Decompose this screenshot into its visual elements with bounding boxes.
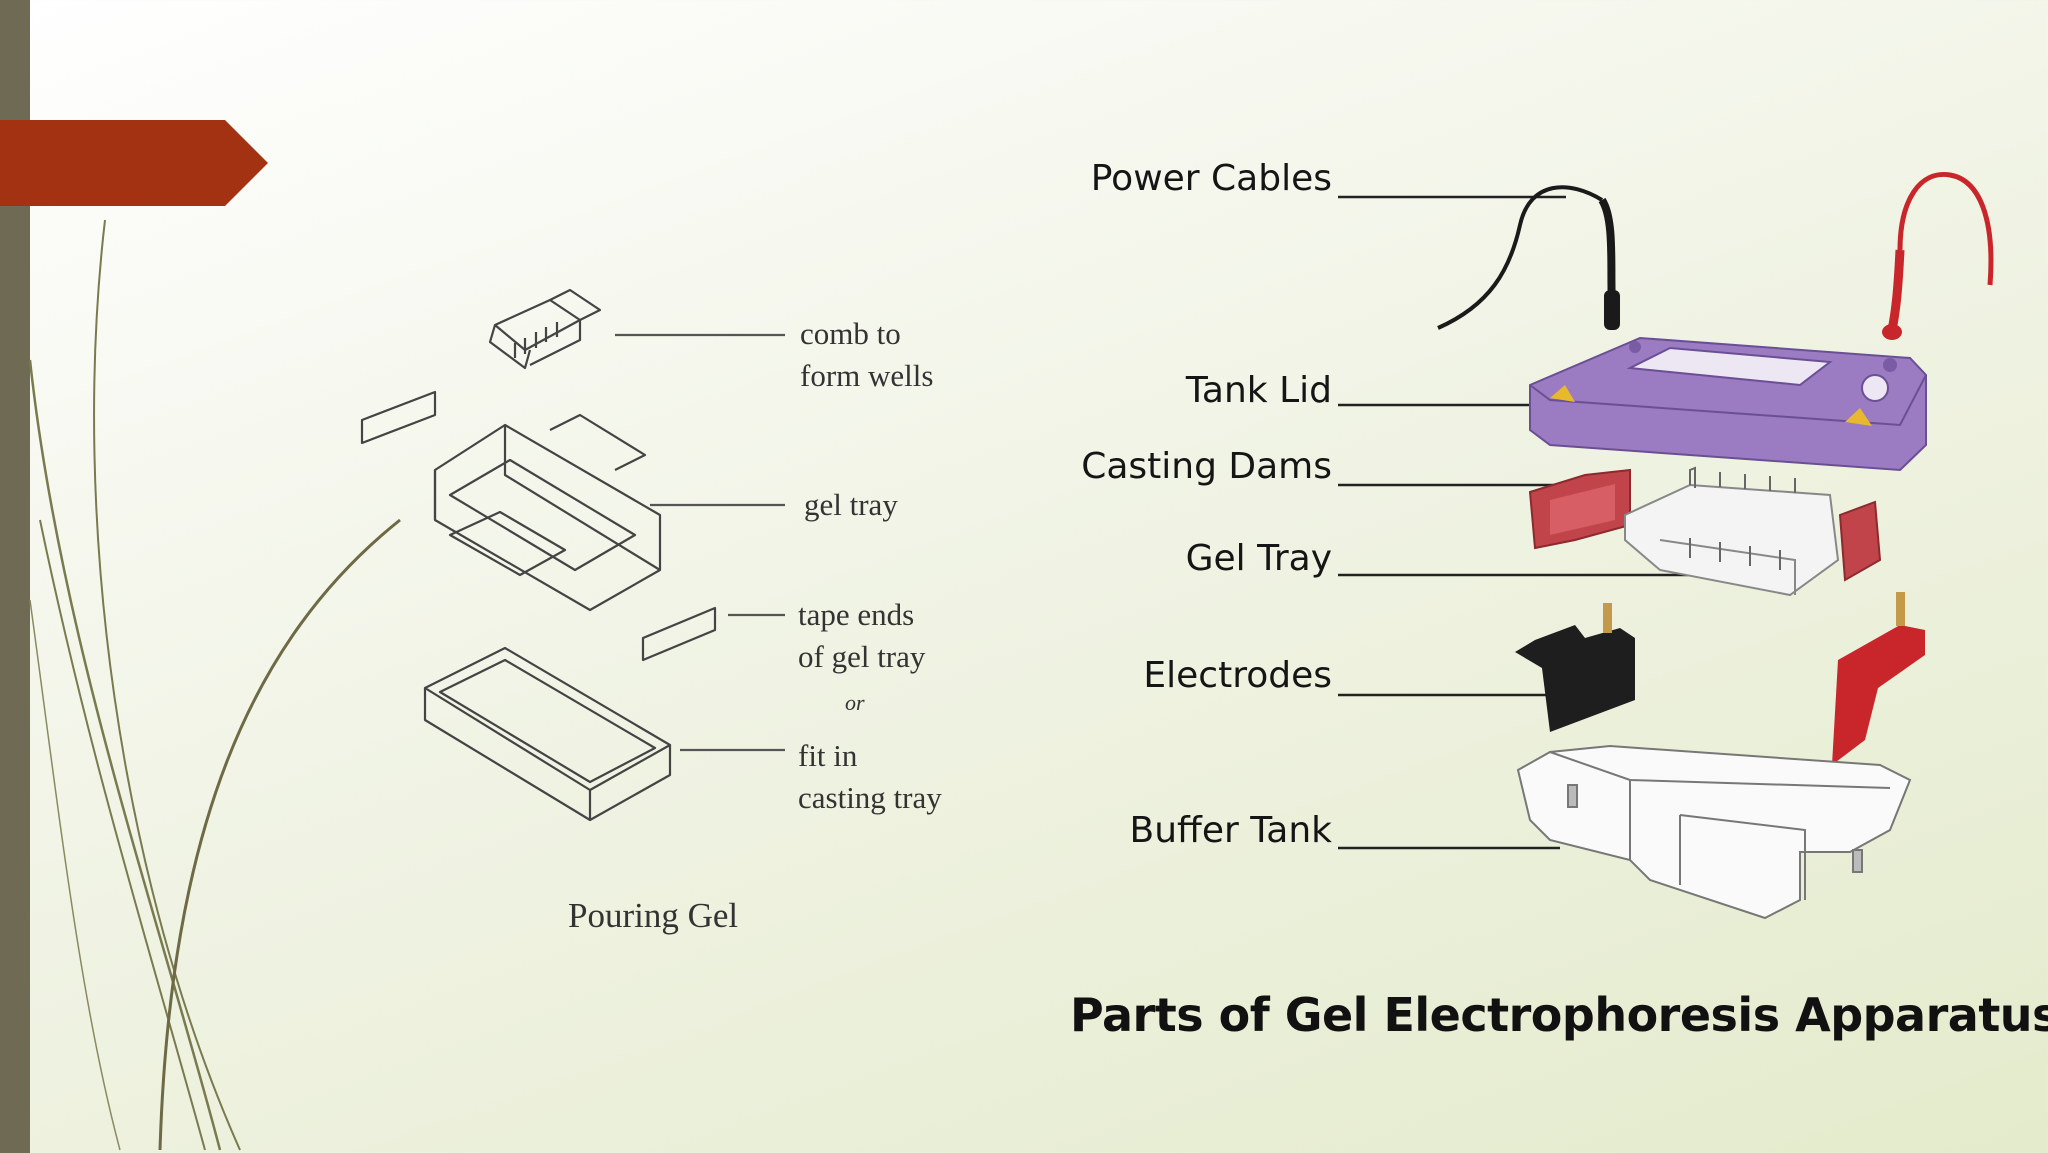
label-fit-in: fit in casting tray — [798, 738, 942, 815]
pouring-gel-drawing — [360, 288, 785, 822]
label-buffer-tank: Buffer Tank — [1129, 810, 1332, 851]
label-casting-dams: Casting Dams — [1081, 446, 1332, 487]
label-comb: comb to form wells — [800, 316, 934, 393]
decorative-curves — [28, 219, 401, 1151]
label-gel-tray: Gel Tray — [1185, 538, 1332, 579]
apparatus-drawing — [1338, 171, 1994, 920]
label-power-cables: Power Cables — [1090, 158, 1332, 199]
label-tape-ends: tape ends of gel tray — [798, 597, 926, 674]
pouring-gel-caption: Pouring Gel — [568, 896, 739, 935]
apparatus-caption: Parts of Gel Electrophoresis Apparatus — [1070, 988, 2048, 1042]
label-or: or — [845, 690, 865, 715]
label-gel-tray-left: gel tray — [804, 487, 898, 522]
comb-drawing — [488, 288, 602, 370]
tank-lid-part — [1529, 336, 1927, 472]
label-tank-lid: Tank Lid — [1185, 370, 1332, 411]
label-electrodes: Electrodes — [1143, 655, 1332, 696]
gel-tray-part — [1624, 466, 1840, 597]
buffer-tank-part — [1516, 744, 1912, 920]
casting-tray-drawing — [423, 646, 672, 822]
electrodes-part — [1515, 592, 1925, 765]
tape-piece-bottom — [641, 606, 717, 662]
title-banner-arrow — [0, 120, 268, 206]
casting-dams-part — [1528, 468, 1882, 582]
power-cables — [1437, 171, 1994, 340]
tape-piece-top — [360, 390, 437, 445]
gel-tray-drawing — [433, 413, 662, 612]
